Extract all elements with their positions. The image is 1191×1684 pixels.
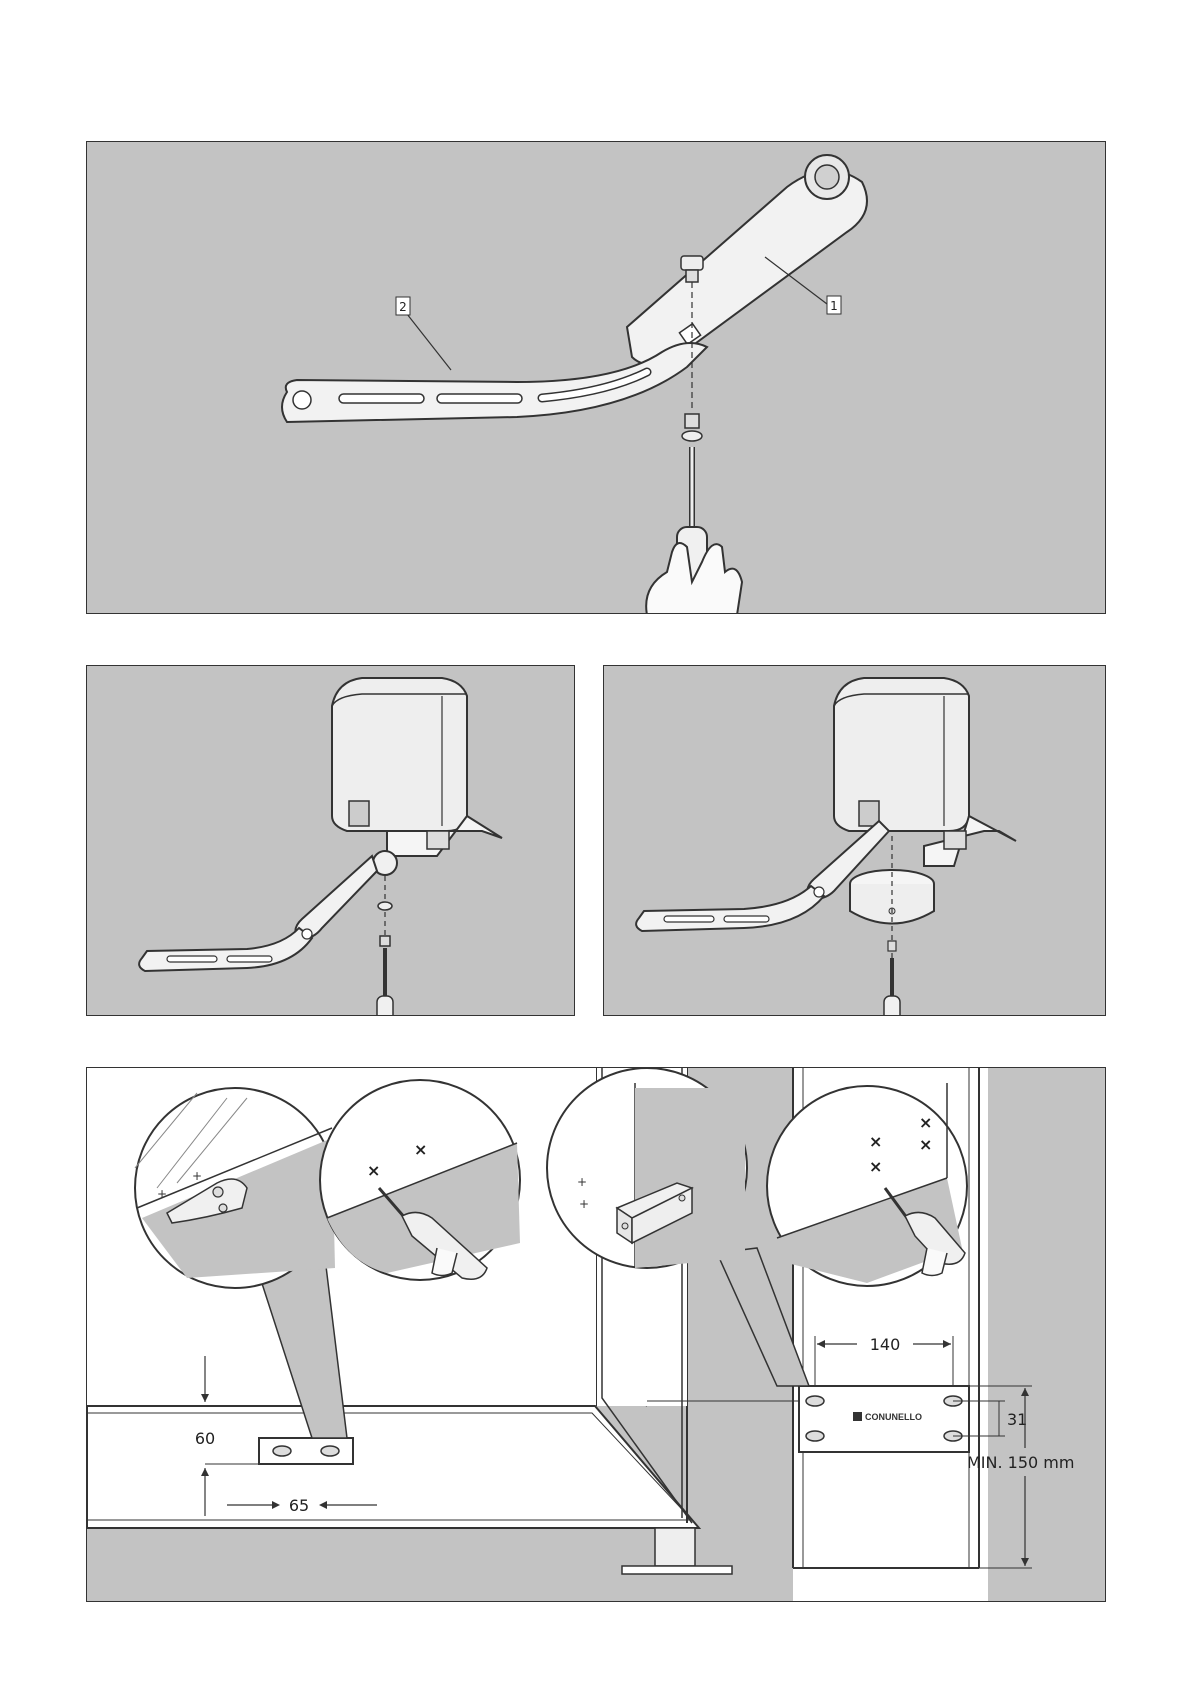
cap-piece [681, 256, 703, 270]
gate-leaf [87, 1406, 699, 1528]
callout-1: 1 [827, 296, 841, 314]
dim-60-label: 60 [195, 1429, 215, 1448]
drill-mark-icon: × [919, 1113, 932, 1132]
svg-text:+: + [157, 1187, 167, 1201]
screw [685, 414, 699, 428]
installation-dimensions-panel: 60 65 CONUNELLO 140 31 [86, 1067, 1106, 1602]
motor-arm-attach-panel [86, 665, 575, 1016]
drill-mark-icon: × [869, 1132, 882, 1151]
dim-65-label: 65 [289, 1496, 309, 1515]
motor-cover-panel [603, 665, 1106, 1016]
dim-31-label: 31 [1007, 1410, 1027, 1429]
arm-lower [139, 928, 312, 971]
callout-2: 2 [396, 297, 410, 315]
arm-slot [339, 394, 424, 403]
screwdriver-icon [377, 996, 393, 1016]
motor-housing [834, 678, 969, 831]
detail-circle-drill-pillar: × × × × [767, 1083, 967, 1286]
drill-mark-icon: × [367, 1161, 380, 1180]
svg-text:+: + [192, 1169, 202, 1183]
drill-mark-icon: × [414, 1140, 427, 1159]
gate-foot [655, 1528, 695, 1566]
svg-text:1: 1 [830, 299, 838, 313]
drill-mark-icon: × [869, 1157, 882, 1176]
screw [888, 941, 896, 951]
screwdriver-icon [884, 996, 900, 1016]
svg-text:2: 2 [399, 300, 407, 314]
washer [378, 902, 392, 910]
arm-slot [437, 394, 522, 403]
arm-assembly-drawing: 2 1 [87, 142, 1106, 614]
arm-assembly-panel: 2 1 [86, 141, 1106, 614]
dim-min-label: MIN. 150 mm [967, 1453, 1074, 1472]
arm-lower [636, 886, 824, 931]
detail-circle-drill-leaf: × × [320, 1080, 520, 1280]
screw [380, 936, 390, 946]
arm-part-1 [627, 171, 867, 365]
svg-text:+: + [577, 1175, 587, 1189]
washer [682, 431, 702, 441]
brand-label: CONUNELLO [865, 1412, 922, 1422]
brand-logo-icon [853, 1412, 862, 1421]
arm-upper [295, 856, 377, 939]
svg-text:+: + [579, 1197, 589, 1211]
installation-dimensions-drawing: 60 65 CONUNELLO 140 31 [87, 1068, 1106, 1602]
motor-cover-drawing [604, 666, 1106, 1016]
dim-140-label: 140 [870, 1335, 901, 1354]
drill-mark-icon: × [919, 1135, 932, 1154]
motor-arm-attach-drawing [87, 666, 575, 1016]
